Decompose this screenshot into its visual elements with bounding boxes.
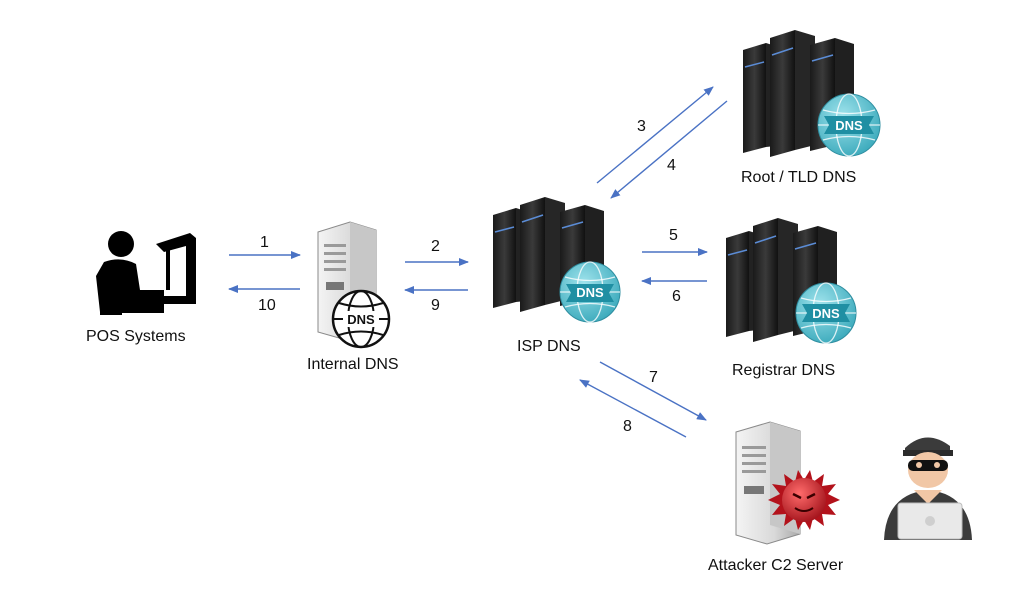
- arrow-4: [610, 100, 728, 199]
- isp-dns-label: ISP DNS: [517, 338, 581, 355]
- internal-dns-globe-icon: [331, 289, 391, 349]
- step-5: 5: [669, 227, 678, 244]
- isp-dns-globe-icon: [559, 261, 621, 323]
- isp-dns-badge-text: DNS: [576, 285, 604, 300]
- pos-systems-label: POS Systems: [86, 328, 186, 345]
- attacker-c2-label: Attacker C2 Server: [708, 557, 844, 574]
- step-2: 2: [431, 238, 440, 255]
- arrow-7: [599, 361, 707, 421]
- internal-dns-label: Internal DNS: [307, 356, 399, 373]
- step-9: 9: [431, 297, 440, 314]
- dns-badge-labels: DNS DNS DNS DNS: [347, 118, 863, 327]
- step-7: 7: [649, 369, 658, 386]
- pos-user-icon: [96, 231, 196, 315]
- root-tld-dns-globe-icon: [817, 93, 881, 157]
- step-4: 4: [667, 157, 676, 174]
- step-3: 3: [637, 118, 646, 135]
- step-6: 6: [672, 288, 681, 305]
- registrar-dns-badge-text: DNS: [812, 306, 840, 321]
- registrar-dns-globe-icon: [795, 282, 857, 344]
- root-tld-dns-badge-text: DNS: [835, 118, 863, 133]
- hacker-icon: [884, 437, 972, 540]
- step-1: 1: [260, 234, 269, 251]
- malware-virus-icon: [768, 470, 840, 530]
- root-tld-dns-label: Root / TLD DNS: [741, 169, 857, 186]
- arrow-3: [596, 86, 714, 184]
- arrow-8: [579, 379, 687, 438]
- step-10: 10: [258, 297, 276, 314]
- step-8: 8: [623, 418, 632, 435]
- arrows: [228, 86, 728, 438]
- registrar-dns-label: Registrar DNS: [732, 362, 836, 379]
- internal-dns-badge-text: DNS: [347, 312, 375, 327]
